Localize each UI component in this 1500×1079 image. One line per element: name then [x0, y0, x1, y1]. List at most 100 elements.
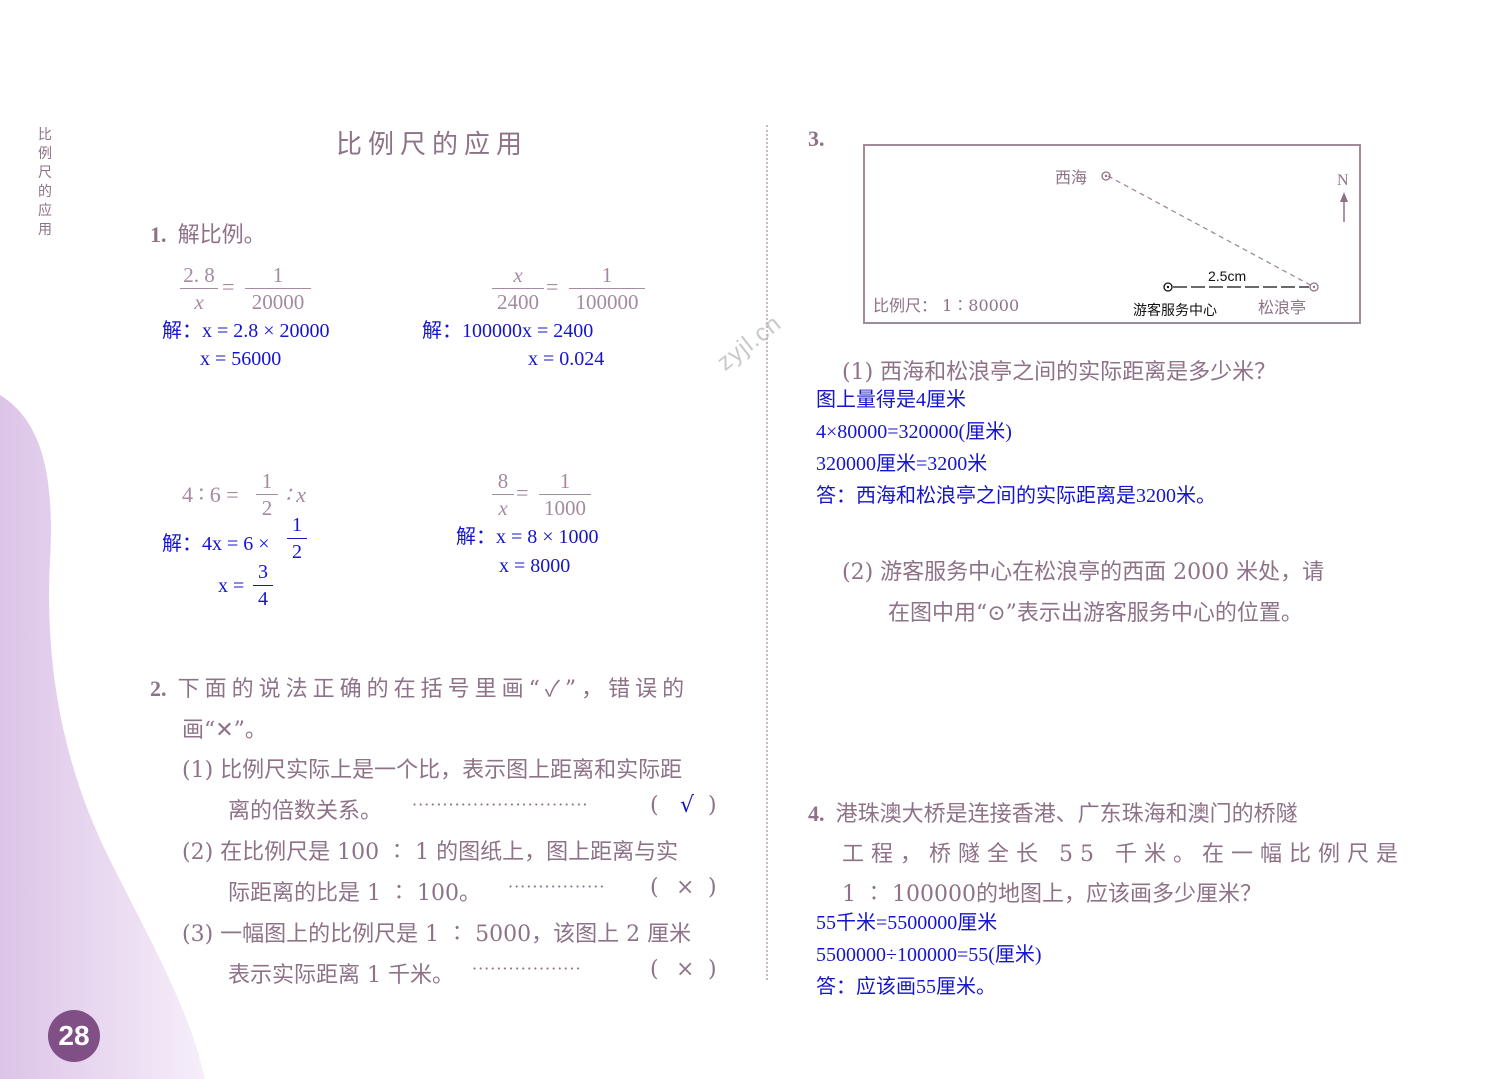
page-title: 比例尺的应用 — [336, 130, 529, 160]
q1-text: 解比例。 — [177, 223, 266, 248]
side-tab-char: 的 — [38, 184, 52, 200]
side-tab-char: 比 — [38, 127, 52, 143]
map-lines — [1101, 171, 1348, 292]
north-indicator: N — [1337, 172, 1349, 189]
q2-item3-line2: 表示实际距离 1 千米。 — [228, 963, 454, 988]
q3-part2-line2: 在图中用“⊙”表示出游客服务中心的位置。 — [888, 601, 1303, 626]
q1c-solution-line2: x = — [218, 575, 245, 597]
q1c-solution-fraction: 1 2 — [287, 512, 307, 565]
q2-item2-mark: × — [676, 875, 695, 900]
fraction-denominator: 20000 — [251, 290, 305, 314]
fraction-bar — [569, 288, 645, 289]
side-tab-char: 例 — [38, 146, 52, 162]
q1a-solution-line1: 解：x = 2.8 × 20000 — [162, 314, 330, 343]
q1b-rhs-fraction: 1 100000 — [569, 262, 645, 315]
q4-line1: 港珠澳大桥是连接香港、广东珠海和澳门的桥隧 — [835, 802, 1298, 827]
fraction-bar — [245, 288, 311, 289]
solution-label: 解： — [162, 320, 202, 342]
q4-line3: 1 ∶ 100000的地图上，应该画多少厘米？ — [842, 882, 1262, 907]
q1c-right: ∶ x — [285, 482, 306, 507]
q2-item3-mark: × — [676, 957, 695, 982]
fraction-bar — [539, 494, 591, 495]
q3-part1-answer-line3: 320000厘米=3200米 — [816, 453, 988, 475]
q2-number: 2. — [150, 676, 167, 701]
solution-label: 解： — [422, 320, 462, 342]
q1d-equals: = — [516, 480, 529, 505]
fraction-denominator: 2 — [261, 496, 273, 520]
q1a-equals: = — [222, 274, 235, 299]
q3-part1-answer-line1: 图上量得是4厘米 — [816, 389, 966, 411]
solution-step: x = 8 × 1000 — [496, 526, 599, 548]
solution-step: 100000x = 2400 — [462, 320, 594, 342]
map-scale-label: 比例尺： 1∶80000 — [873, 296, 1020, 315]
q1a-rhs-fraction: 1 20000 — [245, 262, 311, 315]
q3-part2-line1: (2) 游客服务中心在松浪亭的西面 2000 米处，请 — [842, 560, 1325, 585]
fraction-bar — [256, 494, 278, 495]
q1a-solution-line2: x = 56000 — [200, 348, 282, 370]
side-tab-char: 尺 — [38, 165, 52, 181]
q2-line2: 画“✕”。 — [182, 718, 267, 743]
q1-number: 1. — [150, 222, 167, 247]
side-tab-char: 用 — [38, 222, 52, 238]
q3-part1-question: (1) 西海和松浪亭之间的实际距离是多少米？ — [842, 360, 1277, 385]
map-figure: 西海 N 比例尺： 1∶80000 2.5cm 游客服务中心 松浪亭 — [863, 144, 1361, 324]
q2-heading: 2. 下面的说法正确的在括号里画“✓”，错误的 — [150, 671, 689, 703]
q2-item2-lparen: ( — [650, 875, 659, 900]
q2-item1-mark: √ — [680, 793, 695, 818]
q1b-equals: = — [546, 274, 559, 299]
q3-part1-answer-line2: 4×80000=320000(厘米) — [816, 421, 1012, 443]
q1a-lhs-fraction: 2. 8 x — [180, 262, 218, 315]
fraction-numerator: 3 — [258, 561, 268, 583]
q1c-result-fraction: 3 4 — [253, 559, 273, 612]
fraction-bar — [492, 288, 544, 289]
q1b-solution-line1: 解：100000x = 2400 — [422, 314, 593, 343]
q2-item1-line2: 离的倍数关系。 — [228, 799, 383, 824]
side-tab-char: 应 — [38, 203, 52, 219]
q4-number: 4. — [808, 801, 825, 826]
q1d-solution-line2: x = 8000 — [499, 555, 571, 577]
q4-answer-line2: 5500000÷100000=55(厘米) — [816, 944, 1042, 966]
fraction-numerator: 1 — [292, 514, 302, 536]
side-tab: 比 例 尺 的 应 用 — [36, 126, 54, 240]
fraction-numerator: 8 — [497, 469, 509, 493]
q4-answer-line1: 55千米=5500000厘米 — [816, 912, 998, 934]
fraction-denominator: 100000 — [575, 290, 639, 314]
q4-line2: 工程，桥隧全长 55 千米。在一幅比例尺是 — [842, 842, 1405, 867]
fraction-bar — [253, 585, 273, 586]
fraction-numerator: 2. 8 — [183, 263, 215, 287]
q2-item1-line1: (1) 比例尺实际上是一个比，表示图上距离和实际距 — [182, 758, 683, 783]
map-label-songlang: 松浪亭 — [1258, 298, 1307, 317]
leader-dots: ····························· — [412, 795, 589, 814]
q2-item2-line2: 际距离的比是 1 ∶ 100。 — [228, 881, 481, 906]
solution-label: 解： — [456, 526, 496, 548]
fraction-numerator: 1 — [272, 263, 284, 287]
q2-item3-line1: (3) 一幅图上的比例尺是 1 ∶ 5000，该图上 2 厘米 — [182, 922, 692, 947]
q2-line1: 下面的说法正确的在括号里画“✓”，错误的 — [177, 677, 690, 702]
fraction-numerator: x — [513, 263, 523, 287]
map-label-xihai: 西海 — [1055, 168, 1088, 187]
q1c-solution-line1: 解：4x = 6 × — [162, 527, 270, 556]
fraction-denominator: x — [194, 290, 204, 314]
fraction-bar — [492, 494, 514, 495]
solution-step: 4x = 6 × — [202, 533, 270, 555]
q1c-fraction: 1 2 — [256, 468, 278, 521]
page-number-badge: 28 — [48, 1010, 100, 1062]
fraction-denominator: 2400 — [497, 290, 539, 314]
map-label-service-center: 游客服务中心 — [1133, 302, 1217, 318]
page-divider — [766, 125, 768, 980]
fraction-numerator: 1 — [261, 469, 273, 493]
fraction-denominator: x — [498, 496, 508, 520]
q1d-solution-line1: 解：x = 8 × 1000 — [456, 520, 599, 549]
q3-number: 3. — [808, 126, 825, 151]
fraction-denominator: 2 — [292, 541, 302, 563]
q2-item3-lparen: ( — [650, 957, 659, 982]
q1b-solution-line2: x = 0.024 — [528, 348, 605, 370]
q1-heading: 1. 解比例。 — [150, 217, 266, 249]
leader-dots: ················ — [508, 877, 606, 896]
q2-item3-rparen: ) — [708, 957, 717, 982]
q4-heading: 4. 港珠澳大桥是连接香港、广东珠海和澳门的桥隧 — [808, 796, 1298, 828]
q4-answer-line3: 答：应该画55厘米。 — [816, 976, 996, 998]
watermark: zyjl.cn — [712, 309, 787, 377]
fraction-numerator: 1 — [559, 469, 571, 493]
q1b-lhs-fraction: x 2400 — [492, 262, 544, 315]
